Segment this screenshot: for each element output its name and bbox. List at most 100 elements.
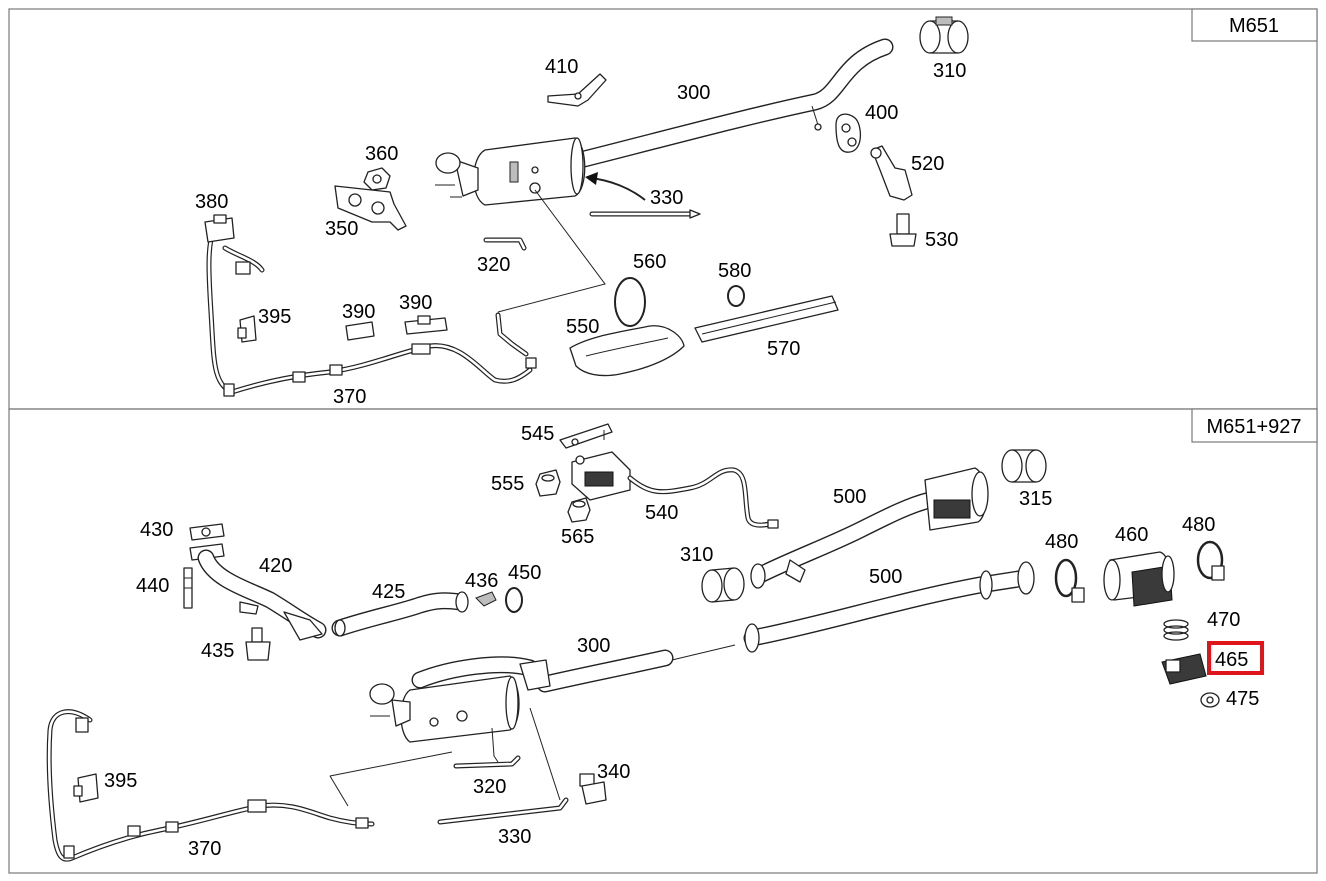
- label-436[interactable]: 436: [465, 570, 498, 592]
- rubber-mount-400: [835, 113, 862, 153]
- connector-380: [204, 214, 235, 243]
- clip-395-lower: [73, 773, 99, 803]
- nut-360: [363, 167, 391, 191]
- pipe-500-lower: [743, 561, 1035, 653]
- label-435[interactable]: 435: [201, 640, 234, 662]
- variant-tag-m651-927: M651+927: [1191, 408, 1318, 443]
- exhaust-pipe-300: [571, 38, 894, 169]
- clamp-450: [505, 587, 523, 613]
- label-320[interactable]: 320: [477, 254, 510, 276]
- label-500-upper[interactable]: 500: [833, 486, 866, 508]
- label-380[interactable]: 380: [195, 191, 228, 213]
- screw-475: [1200, 692, 1220, 708]
- label-500-lower[interactable]: 500: [869, 566, 902, 588]
- pipe-425: [331, 591, 469, 637]
- label-430[interactable]: 430: [140, 519, 173, 541]
- bolt-530: [889, 213, 917, 247]
- label-560[interactable]: 560: [633, 251, 666, 273]
- label-395-top[interactable]: 395: [258, 306, 291, 328]
- label-300[interactable]: 300: [677, 82, 710, 104]
- scr-assembly-500-upper: [750, 467, 989, 589]
- label-330[interactable]: 330: [650, 187, 683, 209]
- sensor-cable-540: [627, 467, 779, 529]
- sensor-line-330: [589, 209, 701, 219]
- label-545[interactable]: 545: [521, 423, 554, 445]
- clip-395-top: [237, 315, 257, 343]
- flange-gasket-350: [334, 185, 407, 231]
- label-450[interactable]: 450: [508, 562, 541, 584]
- pipe-320-lower: [453, 727, 521, 769]
- label-550[interactable]: 550: [566, 316, 599, 338]
- clip-390-a: [345, 321, 375, 341]
- spring-470: [1163, 619, 1189, 641]
- clamp-310: [919, 16, 969, 54]
- label-570[interactable]: 570: [767, 338, 800, 360]
- sensor-436: [475, 591, 497, 607]
- clamp-315: [1001, 449, 1047, 483]
- label-400[interactable]: 400: [865, 102, 898, 124]
- label-300-lower[interactable]: 300: [577, 635, 610, 657]
- label-390-a[interactable]: 390: [342, 301, 375, 323]
- clamp-480-left: [1054, 558, 1085, 603]
- label-360[interactable]: 360: [365, 143, 398, 165]
- nut-565: [567, 497, 591, 523]
- label-480-right[interactable]: 480: [1182, 514, 1215, 536]
- label-555[interactable]: 555: [491, 473, 524, 495]
- harness-370-top: [206, 225, 537, 397]
- label-315[interactable]: 315: [1019, 488, 1052, 510]
- particulate-filter-lower: [369, 659, 551, 743]
- connector-small-top: [235, 261, 251, 275]
- exhaust-pipe-300-lower: [411, 644, 736, 693]
- clamp-580: [727, 285, 745, 307]
- label-395-lower[interactable]: 395: [104, 770, 137, 792]
- bolt-340: [579, 773, 607, 805]
- control-unit-540: [571, 451, 631, 501]
- label-460[interactable]: 460: [1115, 524, 1148, 546]
- label-310-lower[interactable]: 310: [680, 544, 713, 566]
- label-310[interactable]: 310: [933, 60, 966, 82]
- gasket-430: [189, 523, 225, 541]
- panel-m651: M651: [8, 8, 1318, 410]
- label-540[interactable]: 540: [645, 502, 678, 524]
- label-475[interactable]: 475: [1226, 688, 1259, 710]
- nut-555: [535, 469, 561, 497]
- label-520[interactable]: 520: [911, 153, 944, 175]
- label-370-top[interactable]: 370: [333, 386, 366, 408]
- hanger-410: [547, 73, 607, 107]
- label-465[interactable]: 465: [1215, 649, 1248, 671]
- svg-text:M651+927: M651+927: [1206, 416, 1301, 438]
- bracket-545: [559, 423, 613, 449]
- label-565[interactable]: 565: [561, 526, 594, 548]
- label-440[interactable]: 440: [136, 575, 169, 597]
- variant-tag-m651: M651: [1191, 8, 1318, 42]
- label-320-lower[interactable]: 320: [473, 776, 506, 798]
- svg-text:M651: M651: [1229, 15, 1279, 37]
- heat-shield-570: [694, 295, 839, 343]
- pipe-420: [189, 543, 327, 641]
- label-530[interactable]: 530: [925, 229, 958, 251]
- label-350[interactable]: 350: [325, 218, 358, 240]
- actuator-465: [1161, 653, 1207, 685]
- label-370-lower[interactable]: 370: [188, 838, 221, 860]
- panel-m651-927: M651+927: [8, 408, 1318, 874]
- label-410[interactable]: 410: [545, 56, 578, 78]
- label-340[interactable]: 340: [597, 761, 630, 783]
- label-420[interactable]: 420: [259, 555, 292, 577]
- clamp-310-lower: [701, 567, 745, 603]
- label-390-b[interactable]: 390: [399, 292, 432, 314]
- label-330-lower[interactable]: 330: [498, 826, 531, 848]
- pipe-320: [483, 237, 527, 251]
- clamp-480-right: [1196, 540, 1225, 581]
- label-425[interactable]: 425: [372, 581, 405, 603]
- clip-390-b: [404, 315, 448, 335]
- label-465-highlight: [1207, 641, 1264, 675]
- label-480-left[interactable]: 480: [1045, 531, 1078, 553]
- label-580[interactable]: 580: [718, 260, 751, 282]
- stud-440: [183, 567, 193, 609]
- label-470[interactable]: 470: [1207, 609, 1240, 631]
- particulate-filter: [435, 137, 586, 206]
- bracket-520: [870, 145, 913, 201]
- valve-460: [1103, 551, 1175, 607]
- harness-370-lower: [46, 709, 453, 862]
